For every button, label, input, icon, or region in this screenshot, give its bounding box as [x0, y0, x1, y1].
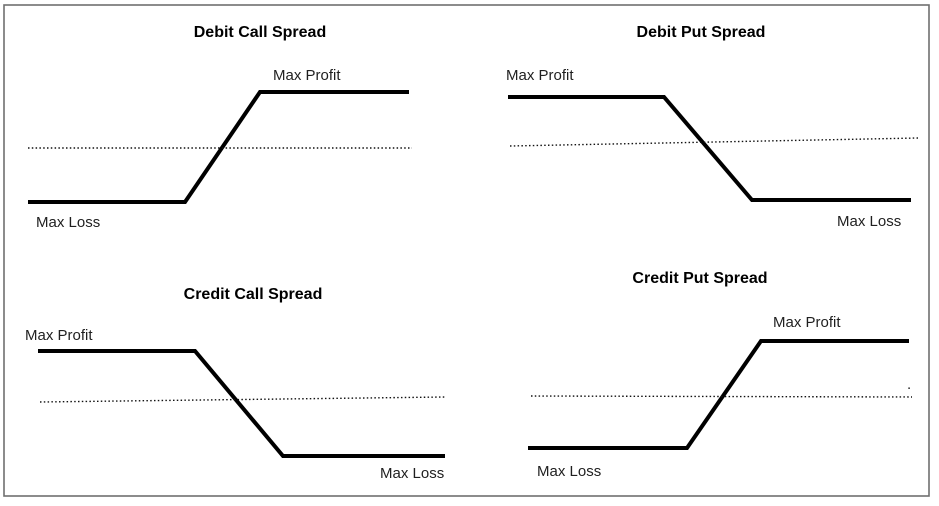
chart-title: Debit Put Spread: [637, 24, 766, 41]
chart-title: Debit Call Spread: [194, 24, 326, 41]
payoff-line: [38, 349, 445, 458]
max-loss-label: Max Loss: [537, 463, 601, 480]
max-loss-label: Max Loss: [837, 213, 901, 230]
payoff-line: [508, 95, 911, 202]
max-profit-label: Max Profit: [506, 67, 574, 84]
max-profit-label: Max Profit: [273, 67, 341, 84]
max-profit-label: Max Profit: [773, 314, 841, 331]
stray-dot: .: [907, 376, 911, 393]
chart-title: Credit Put Spread: [632, 270, 767, 287]
max-loss-label: Max Loss: [380, 465, 444, 482]
max-profit-label: Max Profit: [25, 327, 93, 344]
figure-border: [3, 4, 930, 497]
payoff-line: [528, 339, 909, 450]
breakeven-line: [530, 395, 913, 398]
breakeven-line: [509, 137, 919, 147]
chart-title: Credit Call Spread: [184, 286, 323, 303]
max-loss-label: Max Loss: [36, 214, 100, 231]
breakeven-line: [39, 396, 446, 403]
payoff-line: [28, 90, 409, 204]
